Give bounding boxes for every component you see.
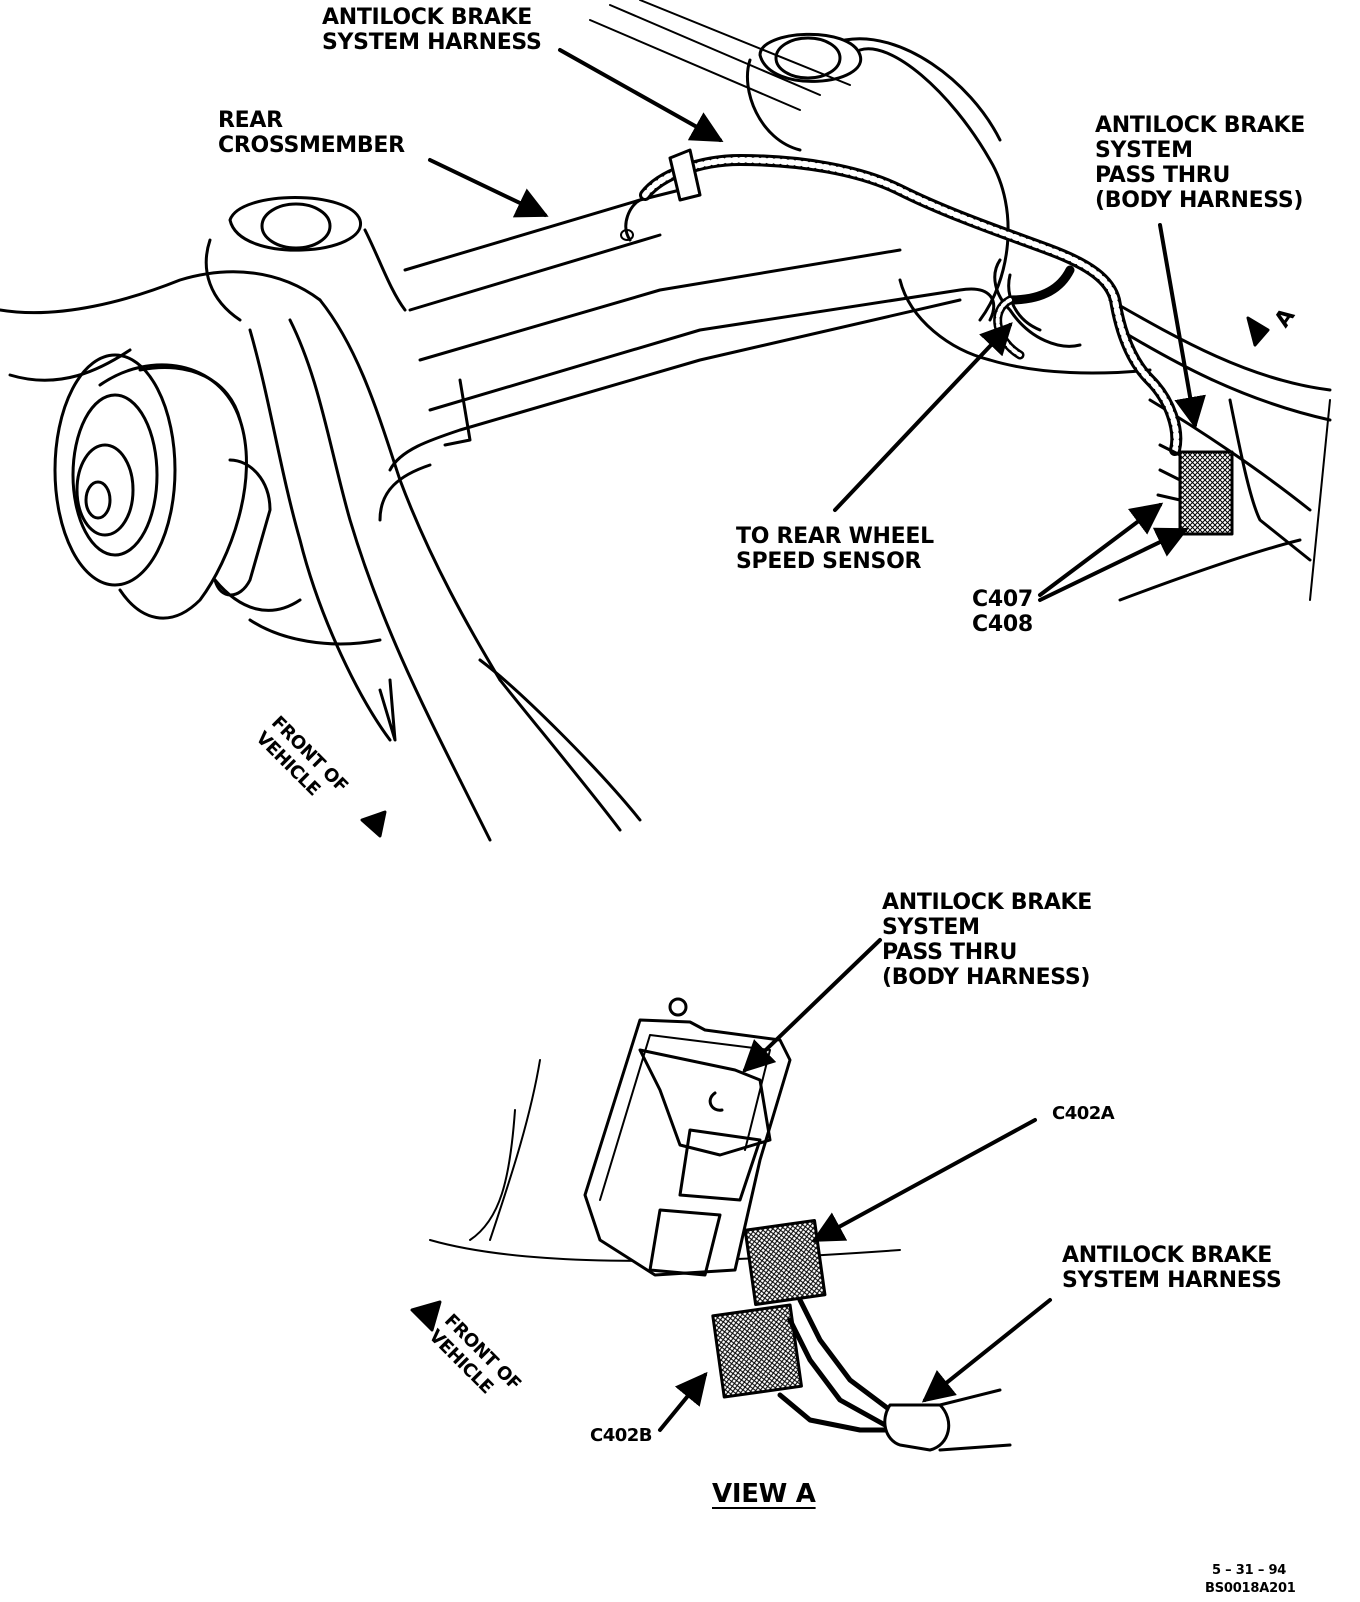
label-c402b: C402B — [590, 1425, 653, 1446]
label-rear-crossmember: REAR CROSSMEMBER — [218, 108, 405, 158]
label-pass-thru-upper: ANTILOCK BRAKE SYSTEM PASS THRU (BODY HA… — [1095, 113, 1306, 213]
figure-code: BS0018A201 — [1205, 1581, 1296, 1596]
label-rear-wheel-speed-sensor: TO REAR WHEEL SPEED SENSOR — [736, 524, 934, 574]
figure-date: 5 – 31 – 94 — [1212, 1563, 1287, 1578]
label-c407-c408: C407 C408 — [972, 587, 1033, 637]
label-c402a: C402A — [1052, 1103, 1115, 1124]
label-pass-thru-lower: ANTILOCK BRAKE SYSTEM PASS THRU (BODY HA… — [882, 890, 1093, 990]
label-abs-harness-lower: ANTILOCK BRAKE SYSTEM HARNESS — [1062, 1243, 1282, 1293]
label-abs-harness-upper: ANTILOCK BRAKE SYSTEM HARNESS — [322, 5, 542, 55]
view-a-title: VIEW A — [712, 1479, 816, 1509]
